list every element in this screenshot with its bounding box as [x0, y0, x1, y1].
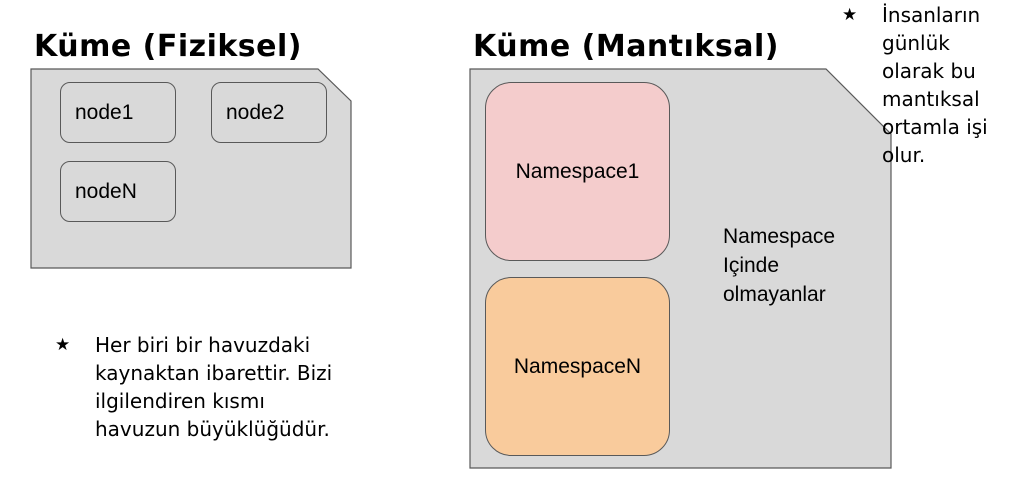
logical-note-text: İnsanların günlük olarak bu mantıksal or… — [882, 3, 988, 167]
namespace-label-n: NamespaceN — [513, 354, 642, 378]
logical-note: ★ İnsanların günlük olarak bu mantıksal … — [842, 1, 1032, 169]
namespace-box-n: NamespaceN — [485, 277, 670, 456]
node-box-n: nodeN — [60, 161, 176, 222]
star-bullet-icon: ★ — [842, 5, 858, 25]
outside-namespace-label: Namespace Içinde olmayanlar — [723, 225, 836, 306]
namespace-label-1: Namespace1 — [515, 159, 640, 183]
namespace-box-1: Namespace1 — [485, 82, 670, 261]
star-bullet-icon: ★ — [55, 335, 71, 355]
node-label-n: nodeN — [75, 179, 137, 203]
node-label-1: node1 — [75, 100, 134, 124]
physical-note: ★ Her biri bir havuzdaki kaynaktan ibare… — [55, 331, 395, 443]
node-box-2: node2 — [211, 82, 327, 143]
physical-cluster-title: Küme (Fiziksel) — [34, 29, 303, 64]
node-label-2: node2 — [226, 100, 285, 124]
node-box-1: node1 — [60, 82, 176, 143]
logical-cluster-title: Küme (Mantıksal) — [473, 29, 779, 64]
physical-note-text: Her biri bir havuzdaki kaynaktan ibarett… — [95, 333, 333, 441]
